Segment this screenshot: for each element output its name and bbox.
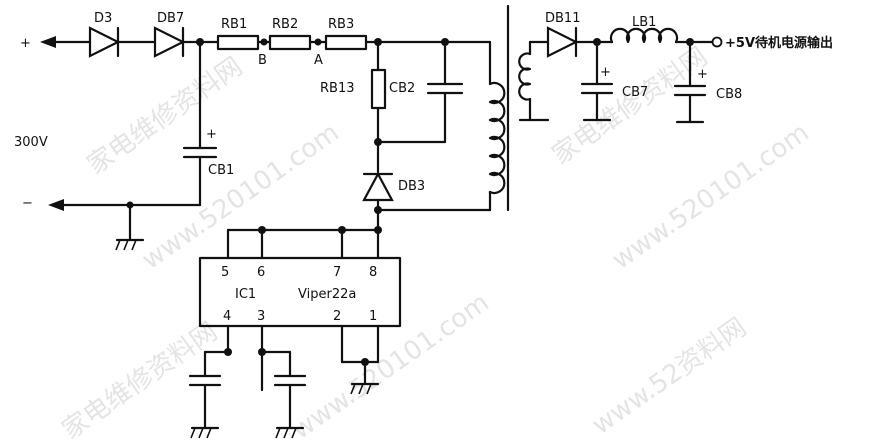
plus-terminal-arrow [40, 36, 56, 48]
ic-pin-7: 7 [333, 265, 341, 280]
output-label: +5V待机电源输出 [725, 35, 833, 51]
output-terminal [711, 36, 723, 48]
minus-terminal-arrow [48, 199, 64, 211]
cb7-polarity: + [600, 65, 611, 80]
rb2-label: RB2 [272, 17, 298, 32]
transformer-secondary-coil [518, 52, 532, 101]
db7-label: DB7 [157, 11, 184, 26]
watermark-layer: 家电维修资料网 www.520101.com 家电维修资料网 www.52010… [57, 42, 815, 446]
diode-db7 [153, 26, 186, 58]
transformer-primary-coil [488, 81, 506, 195]
ground-symbol [115, 201, 145, 251]
watermark-text: www.520101.com [287, 288, 495, 446]
rb13-label: RB13 [320, 81, 355, 96]
db3-label: DB3 [398, 179, 425, 194]
cb7-label: CB7 [622, 85, 648, 100]
cb2-label: CB2 [389, 81, 415, 96]
cb1-label: CB1 [208, 163, 234, 178]
ic-pin-5: 5 [221, 265, 229, 280]
capacitor-pin3 [273, 374, 307, 387]
watermark-text: 家电维修资料网 [57, 317, 223, 446]
junction-dot [374, 206, 382, 214]
resistor-rb3 [324, 34, 368, 51]
lb1-label: LB1 [632, 15, 656, 30]
cb8-polarity: + [697, 67, 708, 82]
rb3-label: RB3 [328, 17, 354, 32]
inductor-lb1 [609, 27, 679, 44]
capacitor-pin4 [188, 374, 222, 387]
ic1-body [198, 256, 402, 328]
watermark-text: www.520101.com [607, 118, 815, 276]
capacitor-cb7 [580, 82, 614, 95]
resistor-rb13 [370, 68, 387, 110]
cb8-label: CB8 [716, 87, 742, 102]
resistor-rb2 [268, 34, 312, 51]
ic-pin-1: 1 [369, 309, 377, 324]
node-a-label: A [314, 53, 323, 68]
ic-ref-label: IC1 [235, 287, 256, 302]
minus-terminal-label: − [22, 196, 33, 211]
ic-pin-2: 2 [333, 309, 341, 324]
capacitor-cb1 [182, 146, 218, 159]
cb1-polarity: + [206, 127, 217, 142]
ic-pin-3: 3 [257, 309, 265, 324]
watermark-text: www.52资料网 [587, 312, 752, 440]
node-b-dot [260, 38, 268, 46]
rb1-label: RB1 [221, 17, 247, 32]
diode-db3 [362, 171, 394, 202]
ic-pin-8: 8 [369, 265, 377, 280]
resistor-rb1 [216, 34, 260, 51]
ic-part-label: Viper22a [298, 287, 356, 302]
input-voltage-label: 300V [14, 135, 48, 150]
node-b-label: B [258, 53, 267, 68]
plus-terminal-label: + [20, 36, 31, 51]
d3-label: D3 [94, 11, 112, 26]
ic-pin-4: 4 [223, 309, 231, 324]
ground-symbol [275, 426, 305, 439]
diode-d3 [88, 26, 121, 58]
db11-label: DB11 [545, 11, 580, 26]
capacitor-cb2 [426, 82, 464, 95]
watermark-text: 家电维修资料网 [547, 42, 713, 171]
ground-symbol [350, 382, 380, 395]
node-a-dot [314, 38, 322, 46]
watermark-text: www.520101.com [137, 118, 345, 276]
watermark-text: 家电维修资料网 [82, 52, 248, 181]
diode-db11 [546, 26, 579, 58]
ic-pin-6: 6 [257, 265, 265, 280]
ground-symbol [190, 426, 220, 439]
